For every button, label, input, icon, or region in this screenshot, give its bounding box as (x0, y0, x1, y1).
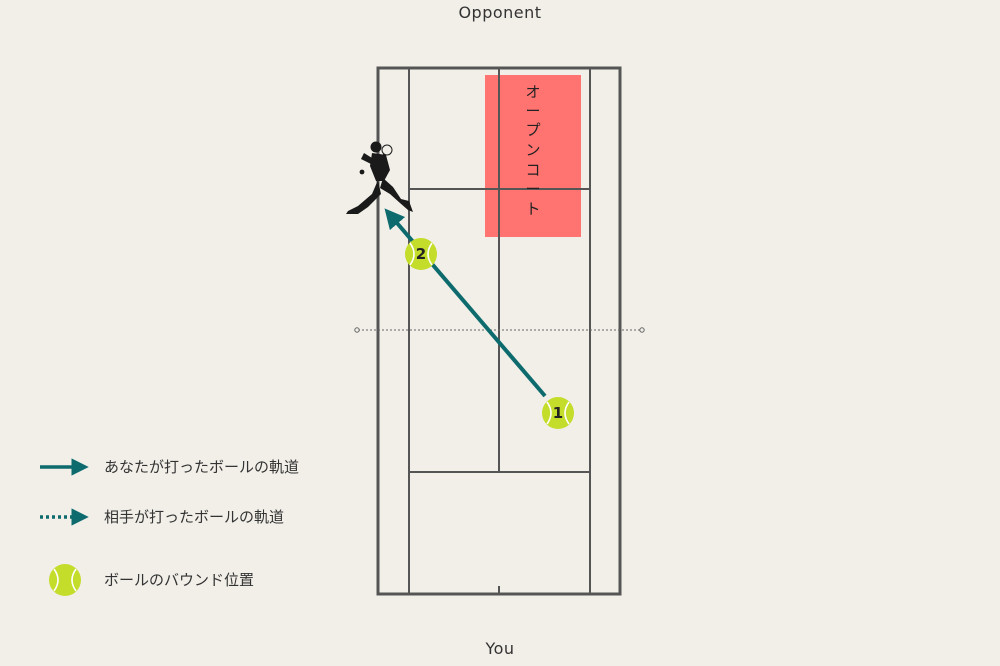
opponent-player-icon (346, 141, 413, 214)
legend: あなたが打ったボールの軌道 相手が打ったボールの軌道 ボールのバウンド位置 (40, 458, 299, 597)
opponent-label: Opponent (458, 3, 542, 22)
ball-number-2: 2 (416, 245, 426, 263)
ball-number-1: 1 (553, 404, 563, 422)
tennis-ball-icon (48, 563, 82, 597)
open-court-char: ー (525, 180, 540, 198)
legend-your-shot-label: あなたが打ったボールの軌道 (104, 458, 299, 476)
open-court-char: ー (525, 102, 540, 120)
open-court-char: コ (525, 161, 540, 179)
court-lines (376, 66, 622, 596)
you-label: You (485, 639, 515, 658)
tennis-ball-2: 2 (404, 237, 438, 271)
legend-bounce: ボールのバウンド位置 (48, 563, 254, 597)
open-court-char: ト (525, 200, 540, 218)
open-court-area (485, 75, 581, 237)
open-court-char: ン (525, 141, 540, 159)
open-court-char: プ (525, 121, 540, 139)
net-line (354, 327, 645, 333)
legend-bounce-label: ボールのバウンド位置 (104, 571, 254, 589)
open-court-label: オ ー プ ン コ ー ト (525, 83, 540, 218)
open-court-char: オ (525, 83, 540, 101)
legend-opponent-shot: 相手が打ったボールの軌道 (40, 508, 284, 526)
legend-opponent-shot-label: 相手が打ったボールの軌道 (104, 508, 284, 526)
legend-your-shot: あなたが打ったボールの軌道 (40, 458, 299, 476)
tennis-ball-1: 1 (541, 396, 575, 430)
